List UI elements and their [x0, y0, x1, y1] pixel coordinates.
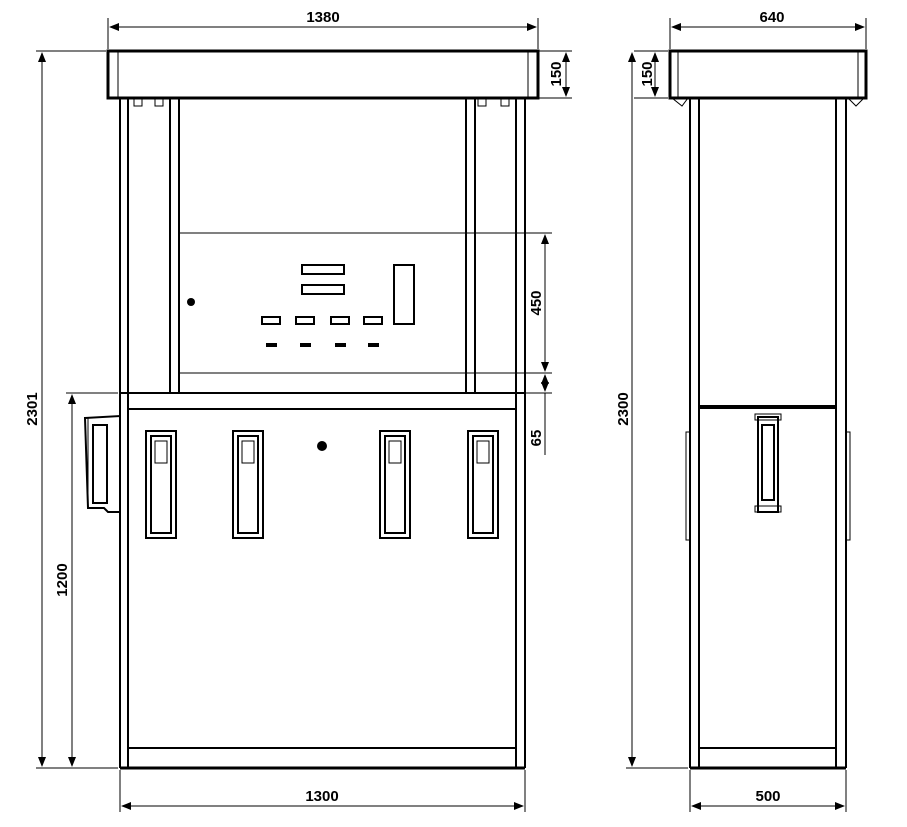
front-dimensions: 1380 150 2301 1200 450 65: [24, 9, 572, 812]
dim-front-canopy-height: 150: [548, 61, 565, 86]
nozzle-holder: [379, 430, 411, 539]
nozzle-holder: [145, 430, 177, 539]
dim-front-top-width: 1380: [306, 9, 339, 26]
lower-lock-dot: [317, 441, 327, 451]
display-window-middle: [301, 284, 345, 295]
nozzle-holder: [467, 430, 499, 539]
dim-front-total-height: 2301: [24, 392, 41, 425]
side-view-nozzle: [754, 413, 782, 513]
nozzle-holders: [145, 430, 499, 539]
lock-dot: [187, 298, 195, 306]
dim-front-lower-height: 1200: [54, 563, 71, 596]
dim-front-display-height: 450: [528, 290, 545, 315]
canopy-bolts: [133, 97, 510, 107]
side-canopy: [668, 49, 868, 100]
dim-side-canopy-height: 150: [639, 61, 656, 86]
dim-front-base-width: 1300: [305, 788, 338, 805]
dim-side-top-width: 640: [759, 9, 784, 26]
dim-side-base-width: 500: [755, 788, 780, 805]
side-dimensions: 640 150 2300 500: [615, 9, 867, 812]
display-window-top: [301, 264, 345, 275]
dim-side-total-height: 2300: [615, 392, 632, 425]
display-panel: [179, 232, 466, 374]
front-canopy: [106, 49, 540, 100]
side-nozzle: [83, 414, 121, 513]
display-window-tall: [393, 264, 415, 325]
front-view: 1380 150 2301 1200 450 65: [24, 9, 572, 812]
nozzle-holder: [232, 430, 264, 539]
dim-front-gap: 65: [528, 430, 545, 447]
side-view: 640 150 2300 500: [615, 9, 868, 812]
